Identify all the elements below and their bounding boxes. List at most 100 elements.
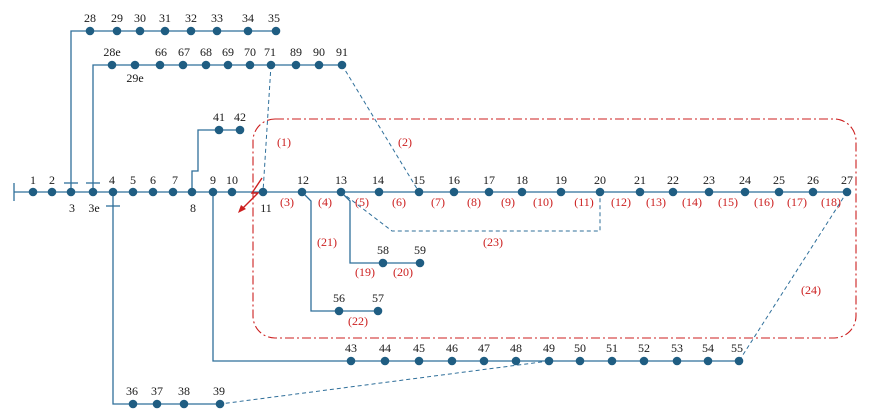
bus-node-label-25: 25 xyxy=(773,173,785,187)
bus-node-label-11: 11 xyxy=(260,201,272,215)
bus-node-label-19: 19 xyxy=(555,173,567,187)
bus-node-label-90: 90 xyxy=(313,45,325,59)
bus-node-38 xyxy=(179,399,189,409)
bus-node-66 xyxy=(155,60,165,70)
bus-node-label-91: 91 xyxy=(336,45,348,59)
bus-node-13 xyxy=(336,187,346,197)
bus-node-45 xyxy=(414,356,424,366)
bus-node-label-14: 14 xyxy=(372,173,384,187)
switch-label-11: (11) xyxy=(574,195,594,209)
bus-node-label-43: 43 xyxy=(345,341,357,355)
bus-node-89 xyxy=(291,60,301,70)
switch-label-9: (9) xyxy=(501,195,515,209)
bus-node-16 xyxy=(449,187,459,197)
fault-zone-boundary xyxy=(252,118,857,339)
bus-node-label-41: 41 xyxy=(213,110,225,124)
bus-node-label-17: 17 xyxy=(483,173,495,187)
bus-node-3e xyxy=(88,187,98,197)
bus-node-label-4: 4 xyxy=(109,173,115,187)
bus-node-label-34: 34 xyxy=(242,11,254,25)
bus-node-label-22: 22 xyxy=(667,173,679,187)
switch-label-2: (2) xyxy=(398,135,412,149)
bus-node-label-68: 68 xyxy=(200,45,212,59)
bus-node-23 xyxy=(704,187,714,197)
bus-node-label-12: 12 xyxy=(297,173,309,187)
bus-node-48 xyxy=(511,356,521,366)
bus-node-11 xyxy=(258,187,268,197)
bus-node-label-89: 89 xyxy=(290,45,302,59)
bus-node-36 xyxy=(128,399,138,409)
bus-node-90 xyxy=(314,60,324,70)
bus-node-label-18: 18 xyxy=(516,173,528,187)
bus-node-51 xyxy=(607,356,617,366)
bus-node-7 xyxy=(168,187,178,197)
bus-node-21 xyxy=(635,187,645,197)
switch-label-3: (3) xyxy=(280,195,294,209)
bus-node-67 xyxy=(178,60,188,70)
bus-node-91 xyxy=(337,60,347,70)
bus-node-label-27: 27 xyxy=(841,173,853,187)
bus-node-14 xyxy=(374,187,384,197)
bus-node-label-37: 37 xyxy=(151,384,163,398)
bus-node-22 xyxy=(668,187,678,197)
bus-node-label-1: 1 xyxy=(30,173,36,187)
bus-node-label-29: 29 xyxy=(111,11,123,25)
switch-label-15: (15) xyxy=(718,195,738,209)
bus-node-3 xyxy=(66,187,76,197)
bus-node-12 xyxy=(297,187,307,197)
bus-node-label-8: 8 xyxy=(190,201,196,215)
bus-node-label-15: 15 xyxy=(413,173,425,187)
bus-node-19 xyxy=(556,187,566,197)
bus-node-label-35: 35 xyxy=(268,11,280,25)
switch-label-10: (10) xyxy=(533,195,553,209)
bus-node-54 xyxy=(703,356,713,366)
bus-node-label-6: 6 xyxy=(150,173,156,187)
bus-node-label-36: 36 xyxy=(126,384,138,398)
bus-node-49 xyxy=(544,356,554,366)
bus-node-27 xyxy=(842,187,852,197)
bus-node-label-46: 46 xyxy=(446,341,458,355)
switch-label-24: (24) xyxy=(801,283,821,297)
bus-node-label-16: 16 xyxy=(448,173,460,187)
switch-label-1: (1) xyxy=(277,135,291,149)
bus-node-57 xyxy=(373,306,383,316)
bus-node-29e xyxy=(130,60,140,70)
bus-node-8 xyxy=(187,187,197,197)
bus-node-label-47: 47 xyxy=(478,341,490,355)
switch-label-19: (19) xyxy=(355,265,375,279)
feeder-lines xyxy=(13,30,847,405)
bus-node-label-67: 67 xyxy=(178,45,190,59)
switch-label-8: (8) xyxy=(467,195,481,209)
switch-label-22: (22) xyxy=(348,314,368,328)
bus-node-55 xyxy=(734,356,744,366)
bus-node-label-5: 5 xyxy=(130,173,136,187)
bus-node-label-13: 13 xyxy=(335,173,347,187)
bus-node-label-26: 26 xyxy=(807,173,819,187)
bus-node-label-59: 59 xyxy=(414,243,426,257)
bus-node-15 xyxy=(414,187,424,197)
bus-node-58 xyxy=(378,258,388,268)
bus-node-4 xyxy=(108,187,118,197)
bus-node-30 xyxy=(135,26,145,36)
bus-node-56 xyxy=(334,306,344,316)
bus-node-42 xyxy=(235,125,245,135)
bus-node-label-66: 66 xyxy=(155,45,167,59)
bus-node-69 xyxy=(223,60,233,70)
switch-label-5: (5) xyxy=(355,195,369,209)
bus-node-label-56: 56 xyxy=(333,291,345,305)
bus-node-label-3: 3 xyxy=(69,201,75,215)
bus-node-label-55: 55 xyxy=(731,341,743,355)
switch-labels: (1)(2)(3)(4)(5)(6)(7)(8)(9)(10)(11)(12)(… xyxy=(277,135,841,328)
bus-node-label-3e: 3e xyxy=(88,201,99,215)
switch-label-20: (20) xyxy=(393,265,413,279)
fault-arrow-icon xyxy=(238,177,263,213)
bus-node-37 xyxy=(152,399,162,409)
bus-node-10 xyxy=(227,187,237,197)
bus-node-59 xyxy=(415,258,425,268)
bus-node-label-50: 50 xyxy=(574,341,586,355)
bus-node-label-23: 23 xyxy=(703,173,715,187)
bus-node-label-71: 71 xyxy=(264,45,276,59)
bus-node-33 xyxy=(212,26,222,36)
bus-node-32 xyxy=(186,26,196,36)
